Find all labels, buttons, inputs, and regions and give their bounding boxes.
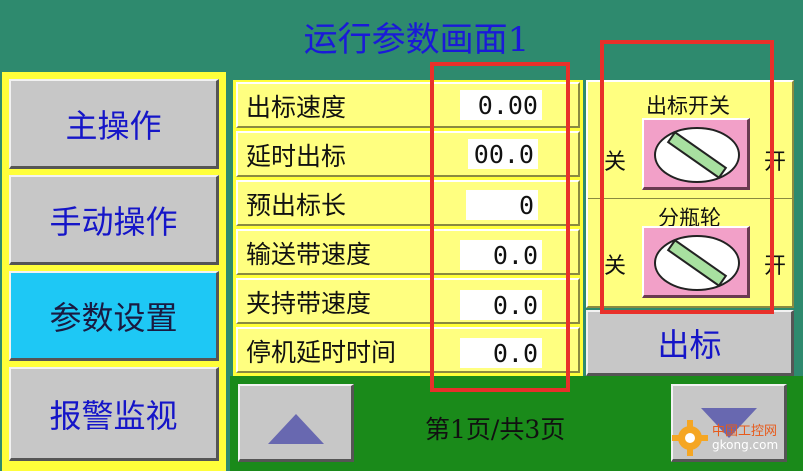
param-label: 夹持带速度 — [246, 289, 372, 318]
highlight-box-switches — [600, 40, 774, 314]
nav-parameter-settings[interactable]: 参数设置 — [9, 271, 219, 361]
page-up-button[interactable] — [238, 384, 354, 462]
nav-main-operation[interactable]: 主操作 — [9, 79, 219, 169]
highlight-box-values — [430, 62, 570, 392]
nav-manual-operation[interactable]: 手动操作 — [9, 175, 219, 265]
label-switch-toggle[interactable] — [642, 118, 750, 190]
switch-panel: 出标开关 关 开 分瓶轮 关 开 — [586, 80, 794, 308]
bottle-wheel-on-label: 开 — [764, 254, 787, 279]
clamp-belt-speed-input[interactable]: 0.0 — [460, 290, 542, 320]
page-title: 运行参数画面1 — [303, 19, 530, 60]
label-speed-input[interactable]: 0.00 — [460, 90, 542, 120]
param-label: 出标速度 — [246, 93, 347, 122]
nav-alarm-monitor[interactable]: 报警监视 — [9, 367, 219, 461]
triangle-up-icon — [268, 414, 324, 444]
label-switch-on-label: 开 — [764, 150, 787, 175]
rotary-switch-icon — [654, 235, 740, 291]
pre-label-length-input[interactable]: 0 — [466, 190, 538, 220]
param-label: 延时出标 — [246, 142, 347, 171]
label-switch-off-label: 关 — [604, 150, 627, 175]
delay-label-input[interactable]: 00.0 — [468, 139, 538, 169]
stop-delay-time-input[interactable]: 0.0 — [460, 338, 542, 368]
label-out-button[interactable]: 出标 — [586, 310, 794, 376]
sidebar: 主操作 手动操作 参数设置 报警监视 — [2, 72, 226, 471]
bottle-wheel-toggle[interactable] — [642, 226, 750, 298]
gear-icon — [672, 420, 708, 456]
param-label: 预出标长 — [246, 191, 347, 220]
watermark-text: 中国工控网 — [712, 424, 778, 439]
param-label: 输送带速度 — [246, 240, 372, 269]
bottle-wheel-off-label: 关 — [604, 254, 627, 279]
label-switch-title: 出标开关 — [646, 94, 730, 118]
triangle-down-icon — [701, 408, 757, 438]
watermark-logo: 中国工控网 gkong.com — [668, 412, 800, 464]
param-label: 停机延时时间 — [246, 338, 397, 367]
conveyor-speed-input[interactable]: 0.0 — [460, 240, 542, 270]
rotary-switch-icon — [654, 127, 740, 183]
watermark-url: gkong.com — [712, 438, 779, 452]
page-indicator: 第1页/共3页 — [425, 415, 566, 444]
